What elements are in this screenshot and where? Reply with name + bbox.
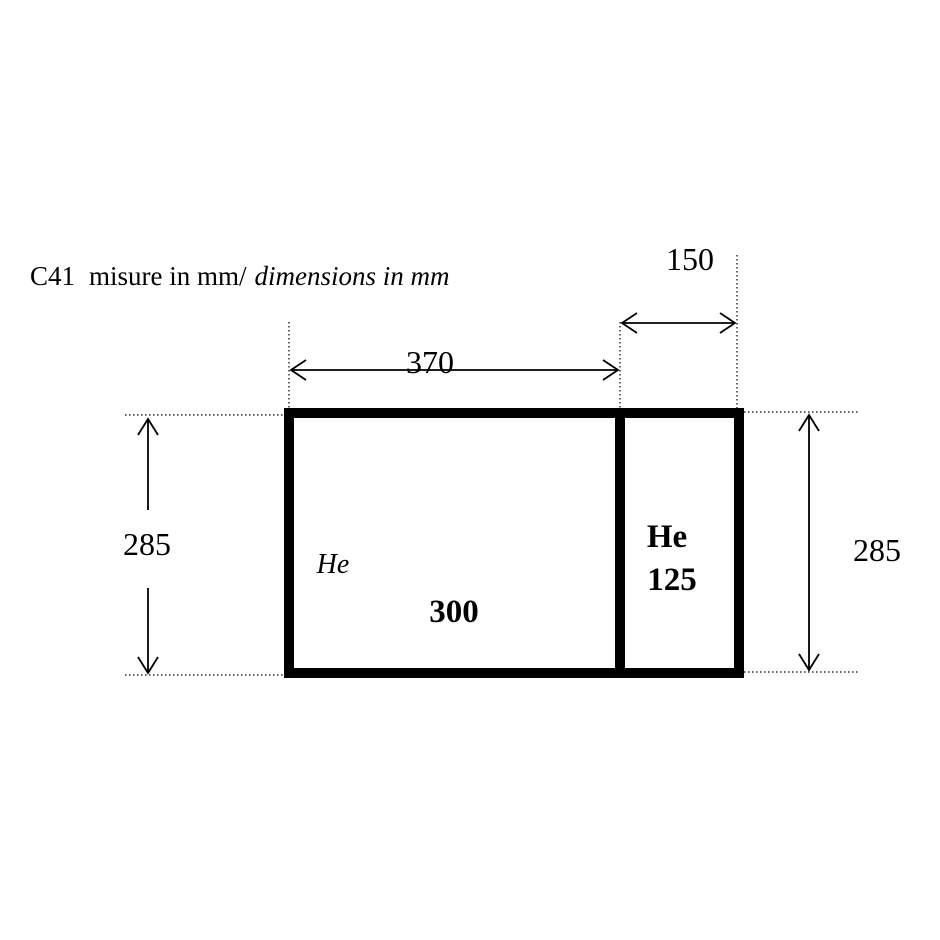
arrow-down-icon	[137, 656, 159, 675]
dimension-label: 285	[853, 532, 901, 568]
outer-frame	[284, 408, 744, 678]
compartment-right-value: 125	[647, 562, 697, 598]
drawing-title: C41 misure in mm/dimensions in mm	[30, 261, 450, 291]
compartment-left-name: He	[316, 549, 350, 580]
compartment-right-name: He	[647, 519, 687, 555]
arrow-left-icon	[289, 359, 307, 381]
dimension-left-width: 370	[289, 344, 620, 381]
compartment-right: He 125	[647, 519, 697, 598]
dimension-left-height: 285	[123, 417, 171, 675]
extension-lines	[125, 255, 858, 676]
arrow-left-icon	[620, 312, 638, 334]
title-italic: dimensions in mm	[255, 261, 450, 291]
arrow-right-icon	[602, 359, 620, 381]
compartment-left-value: 300	[429, 594, 479, 630]
dimension-label: 150	[666, 241, 714, 277]
dimension-right-height: 285	[798, 413, 901, 672]
compartment-left: He 300	[316, 549, 479, 630]
dimension-label: 285	[123, 526, 171, 562]
title-regular: misure in mm/	[89, 261, 247, 291]
arrow-right-icon	[719, 312, 737, 334]
dimension-right-width: 150	[620, 241, 737, 334]
title-code: C41	[30, 261, 75, 291]
dimension-label: 370	[406, 344, 454, 380]
arrow-up-icon	[798, 413, 820, 432]
arrow-down-icon	[798, 653, 820, 672]
arrow-up-icon	[137, 417, 159, 436]
